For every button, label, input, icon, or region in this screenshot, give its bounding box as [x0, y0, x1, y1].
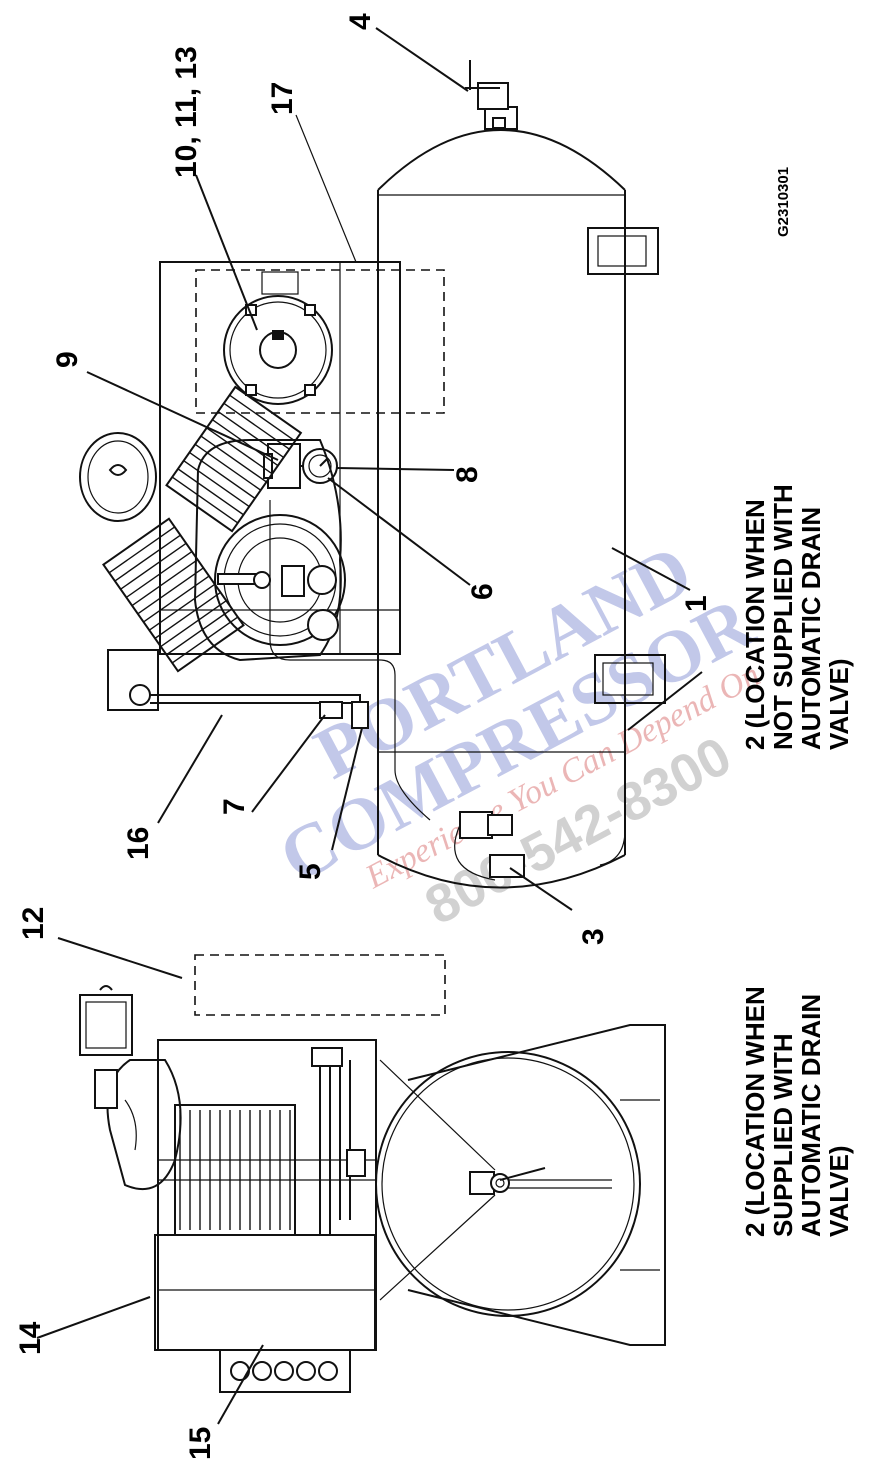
callout-4: 4 — [344, 13, 377, 30]
callout-12: 12 — [17, 907, 50, 940]
callout-17: 17 — [266, 82, 299, 115]
callout-10-11-13: 10, 11, 13 — [170, 46, 203, 178]
note-not-supplied: 2 (LOCATION WHEN NOT SUPPLIED WITH AUTOM… — [740, 484, 854, 750]
compressor-pump — [79, 385, 396, 729]
note-supplied: 2 (LOCATION WHEN SUPPLIED WITH AUTOMATIC… — [740, 986, 854, 1237]
leader-lines — [36, 27, 703, 1425]
pressure-switch-and-gauge — [263, 443, 338, 489]
side-view-base-frame — [159, 261, 401, 655]
callout-5: 5 — [294, 863, 327, 880]
note-not-supplied-line2: NOT SUPPLIED WITH — [768, 484, 798, 750]
callout-7: 7 — [218, 798, 251, 815]
callout-1: 1 — [680, 595, 713, 612]
note-supplied-line2: SUPPLIED WITH — [768, 1033, 798, 1237]
callout-9: 9 — [51, 351, 84, 368]
callout-16: 16 — [122, 827, 155, 860]
note-supplied-line4: VALVE) — [824, 1146, 854, 1237]
callout-14: 14 — [14, 1321, 47, 1355]
callout-3: 3 — [577, 928, 610, 945]
note-supplied-line3: AUTOMATIC DRAIN — [796, 994, 826, 1237]
callout-15: 15 — [184, 1427, 217, 1459]
note-supplied-line1: 2 (LOCATION WHEN — [740, 986, 770, 1237]
note-not-supplied-line3: AUTOMATIC DRAIN — [796, 507, 826, 750]
note-not-supplied-line1: 2 (LOCATION WHEN — [740, 499, 770, 750]
note-not-supplied-line4: VALVE) — [824, 659, 854, 750]
motor-outline — [195, 269, 445, 414]
callout-6: 6 — [466, 583, 499, 600]
callouts: 14 15 12 16 7 5 3 6 8 9 10, 11, 13 17 4 … — [14, 13, 792, 1459]
figure-code: G2310301 — [775, 167, 792, 237]
end-view — [79, 954, 666, 1393]
callout-8: 8 — [451, 466, 484, 483]
side-view-tank — [377, 60, 666, 889]
